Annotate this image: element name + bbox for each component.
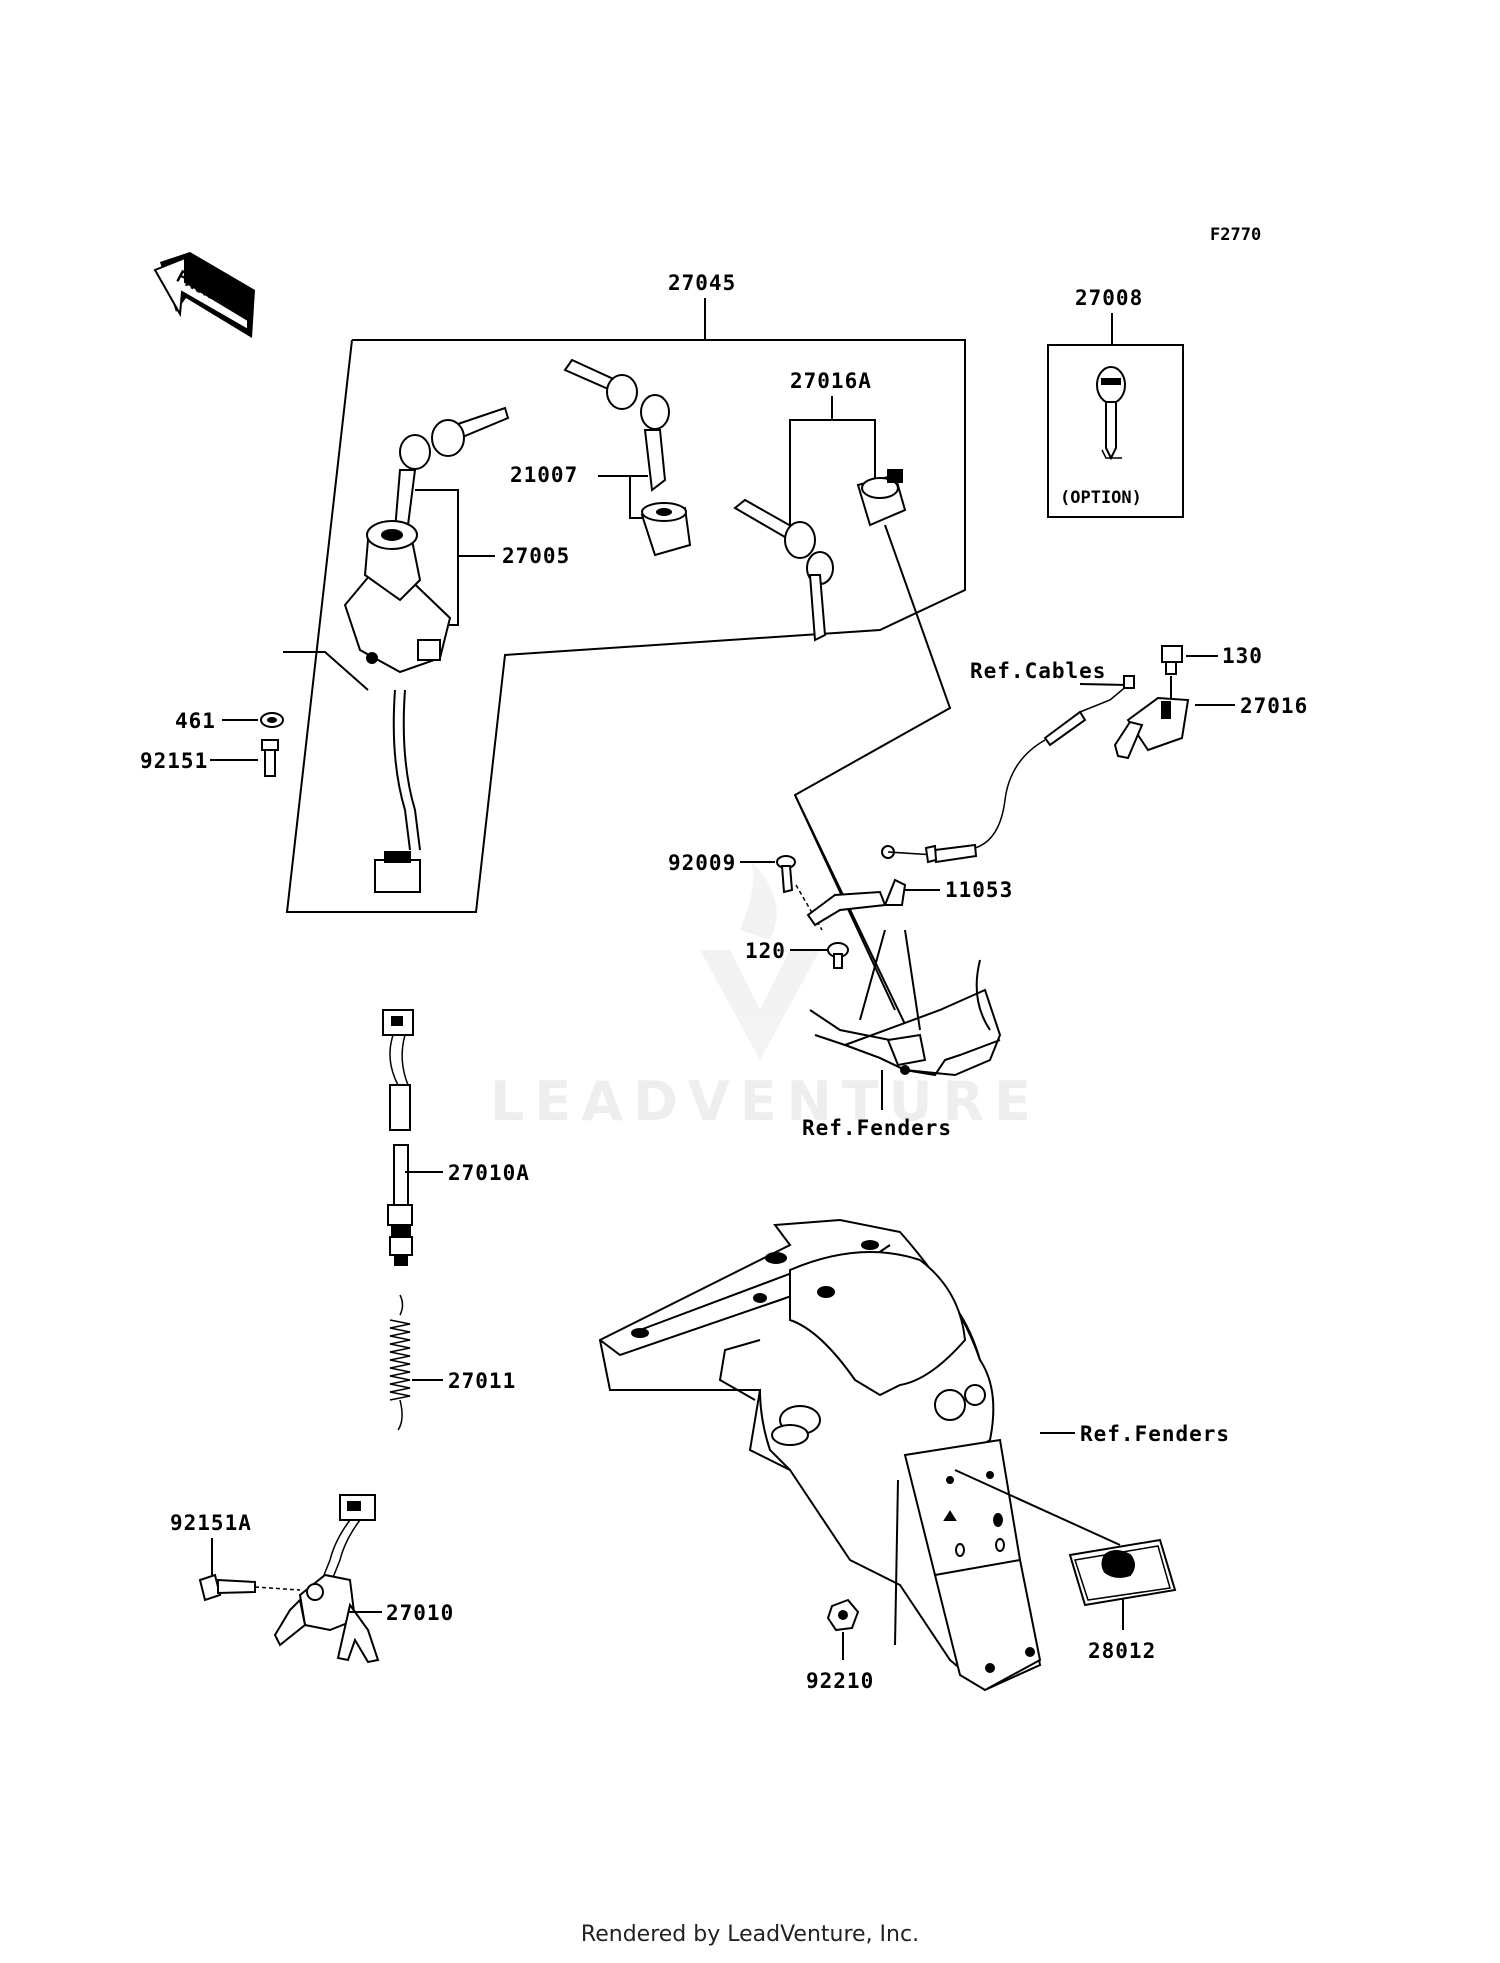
screw-icon: [261, 739, 279, 777]
callout-92009: 92009: [668, 851, 736, 875]
key-icon: [733, 498, 834, 642]
callout-27010: 27010: [386, 1601, 454, 1625]
callout-120: 120: [745, 939, 786, 963]
key-icon: [1096, 366, 1126, 461]
bolt-icon: [1161, 645, 1183, 675]
callout-27045: 27045: [668, 271, 736, 295]
kit-frame-27045: [285, 339, 966, 913]
callout-28012: 28012: [1088, 1639, 1156, 1663]
ref-cables-label: Ref.Cables: [970, 659, 1106, 683]
sidestand-switch-icon: [273, 1494, 380, 1664]
callout-27016A: 27016A: [790, 369, 872, 393]
figure-code: F2770: [1210, 225, 1261, 245]
bracket-icon: [806, 878, 907, 927]
bolt-icon: [827, 942, 849, 969]
switch-wire-icon: [382, 1009, 414, 1266]
callout-92151A: 92151A: [170, 1511, 252, 1535]
callout-27010A: 27010A: [448, 1161, 530, 1185]
front-arrow-icon: FRONT: [153, 252, 255, 338]
watermark-logo: [700, 860, 820, 1060]
leader-27016A: [789, 419, 876, 485]
seat-lock-icon: [856, 469, 907, 527]
watermark: LEADVENTURE: [490, 1070, 1041, 1133]
ref-fenders-label-2: Ref.Fenders: [1080, 1422, 1230, 1446]
seat-latch-icon: [1113, 696, 1190, 760]
callout-461: 461: [175, 709, 216, 733]
reflector-icon: [1068, 1538, 1177, 1607]
cable-icon: [881, 675, 1135, 864]
key-icon: [563, 358, 670, 492]
key-icon: [393, 406, 510, 532]
callout-27011: 27011: [448, 1369, 516, 1393]
footer-credit: Rendered by LeadVenture, Inc.: [580, 1922, 920, 1947]
fender-upper-icon: [809, 929, 1002, 1077]
callout-27005: 27005: [502, 544, 570, 568]
rear-fender-icon: [598, 1218, 1042, 1692]
ignition-switch-icon: [343, 520, 452, 893]
spring-icon: [389, 1294, 411, 1431]
washer-icon: [260, 712, 284, 728]
callout-21007: 21007: [510, 463, 578, 487]
callout-130: 130: [1222, 644, 1263, 668]
callout-27016: 27016: [1240, 694, 1308, 718]
option-box: [1047, 344, 1184, 518]
cylinder-icon: [640, 502, 692, 557]
leader-21007: [598, 475, 652, 519]
bolt-icon: [198, 1573, 256, 1602]
nut-icon: [826, 1598, 860, 1632]
callout-92151: 92151: [140, 749, 208, 773]
callout-27008: 27008: [1075, 286, 1143, 310]
callout-11053: 11053: [945, 878, 1013, 902]
option-label: (OPTION): [1060, 488, 1142, 508]
ref-fenders-label-1: Ref.Fenders: [802, 1116, 952, 1140]
callout-92210: 92210: [806, 1669, 874, 1693]
screw-icon: [776, 855, 796, 894]
